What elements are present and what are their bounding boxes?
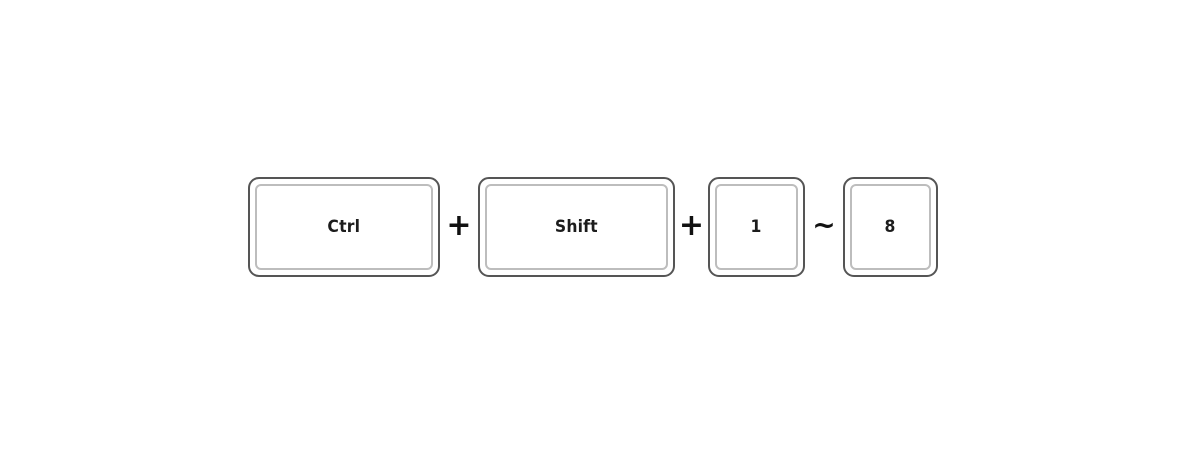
keyboard-shortcut-group: Ctrl + Shift + 1 ~ 8 [248, 177, 938, 277]
key-ctrl-label: Ctrl [327, 216, 361, 237]
key-ctrl[interactable]: Ctrl [248, 177, 440, 277]
plus-separator-1: + [446, 208, 472, 243]
key-1[interactable]: 1 [708, 177, 805, 277]
key-shift[interactable]: Shift [478, 177, 675, 277]
range-separator: ~ [812, 208, 836, 241]
key-8-label: 8 [884, 216, 897, 237]
key-shift-label: Shift [555, 216, 598, 237]
key-8[interactable]: 8 [843, 177, 938, 277]
key-1-label: 1 [750, 216, 763, 237]
plus-separator-2: + [678, 208, 705, 243]
